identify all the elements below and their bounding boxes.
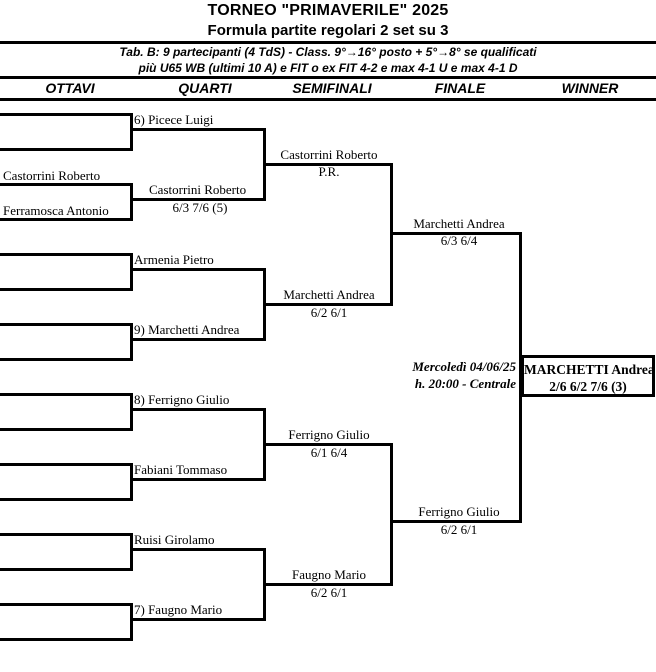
quarti-line-2 — [130, 198, 266, 201]
semifinali-score-1: P.R. — [318, 164, 340, 179]
quarti-line-1 — [130, 128, 266, 131]
ottavi-line-4 — [0, 218, 133, 221]
ottavi-line-10 — [0, 428, 133, 431]
quarti-player-1: 6) Picece Luigi — [134, 112, 214, 127]
divider-middle — [0, 76, 656, 79]
finale-player-2: Ferrigno Giulio — [418, 504, 500, 519]
semifinali-line-3 — [263, 443, 393, 446]
semifinali-score-2: 6/2 6/1 — [310, 305, 348, 320]
ottavi-line-3 — [0, 183, 133, 186]
column-header-semifinali: SEMIFINALI — [292, 80, 372, 96]
ottavi-connector-1 — [130, 113, 133, 151]
finale-line-2 — [390, 520, 522, 523]
quarti-player-6: Fabiani Tommaso — [134, 462, 228, 477]
semifinali-line-2 — [263, 303, 393, 306]
quarti-player-8: 7) Faugno Mario — [134, 602, 223, 617]
quarti-player-7: Ruisi Girolamo — [134, 532, 215, 547]
ottavi-connector-5 — [130, 393, 133, 431]
quarti-line-5 — [130, 408, 266, 411]
quarti-player-3: Armenia Pietro — [134, 252, 214, 267]
column-header-winner: WINNER — [561, 80, 619, 96]
semifinali-score-3: 6/1 6/4 — [310, 445, 348, 460]
ottavi-line-13 — [0, 533, 133, 536]
ottavi-connector-3 — [130, 253, 133, 291]
semifinali-connector-2 — [390, 443, 393, 586]
quarti-line-3 — [130, 268, 266, 271]
ottavi-connector-7 — [130, 533, 133, 571]
quarti-player-4: 9) Marchetti Andrea — [134, 322, 240, 337]
semifinali-line-1 — [263, 163, 393, 166]
semifinali-score-4: 6/2 6/1 — [310, 585, 348, 600]
column-header-ottavi: OTTAVI — [45, 80, 95, 96]
ottavi-line-5 — [0, 253, 133, 256]
finale-player-1: Marchetti Andrea — [413, 216, 505, 231]
winner-score: 2/6 6/2 7/6 (3) — [549, 379, 627, 394]
quarti-score-1: 6/3 7/6 (5) — [172, 200, 228, 215]
ottavi-line-2 — [0, 148, 133, 151]
quarti-line-4 — [130, 338, 266, 341]
quarti-player-5: 8) Ferrigno Giulio — [134, 392, 230, 407]
semifinali-player-3: Ferrigno Giulio — [288, 427, 370, 442]
ottavi-line-6 — [0, 288, 133, 291]
ottavi-line-16 — [0, 638, 133, 641]
quarti-line-8 — [130, 618, 266, 621]
final-match-time: h. 20:00 - Centrale — [414, 376, 516, 391]
column-header-quarti: QUARTI — [178, 80, 232, 96]
divider-top — [0, 41, 656, 44]
final-match-date: Mercoledì 04/06/25 — [412, 359, 516, 374]
finale-score-2: 6/2 6/1 — [440, 522, 478, 537]
ottavi-connector-2 — [130, 183, 133, 221]
ottavi-player-3: Castorrini Roberto — [3, 168, 101, 183]
ottavi-line-12 — [0, 498, 133, 501]
ottavi-line-8 — [0, 358, 133, 361]
ottavi-connector-4 — [130, 323, 133, 361]
note-line-2: più U65 WB (ultimi 10 A) e FIT o ex FIT … — [138, 61, 518, 75]
quarti-line-6 — [130, 478, 266, 481]
ottavi-line-15 — [0, 603, 133, 606]
ottavi-line-14 — [0, 568, 133, 571]
ottavi-player-4: Ferramosca Antonio — [3, 203, 109, 218]
ottavi-connector-8 — [130, 603, 133, 641]
ottavi-line-7 — [0, 323, 133, 326]
divider-bottom — [0, 98, 656, 101]
semifinali-player-2: Marchetti Andrea — [283, 287, 375, 302]
ottavi-line-1 — [0, 113, 133, 116]
semifinali-player-4: Faugno Mario — [291, 567, 367, 582]
winner-name: MARCHETTI Andrea — [524, 362, 655, 377]
finale-score-1: 6/3 6/4 — [440, 233, 478, 248]
finale-connector — [519, 232, 522, 523]
finale-line-1 — [390, 232, 522, 235]
column-header-finale: FINALE — [434, 80, 486, 96]
page-subtitle: Formula partite regolari 2 set su 3 — [207, 22, 449, 39]
quarti-line-7 — [130, 548, 266, 551]
ottavi-line-9 — [0, 393, 133, 396]
semifinali-player-1: Castorrini Roberto — [280, 147, 378, 162]
winner-box: MARCHETTI Andrea 2/6 6/2 7/6 (3) — [521, 355, 655, 397]
page-title: TORNEO "PRIMAVERILE" 2025 — [207, 2, 449, 19]
note-line-1: Tab. B: 9 partecipanti (4 TdS) - Class. … — [119, 45, 537, 59]
ottavi-line-11 — [0, 463, 133, 466]
ottavi-connector-6 — [130, 463, 133, 501]
quarti-player-2: Castorrini Roberto — [149, 182, 247, 197]
semifinali-line-4 — [263, 583, 393, 586]
